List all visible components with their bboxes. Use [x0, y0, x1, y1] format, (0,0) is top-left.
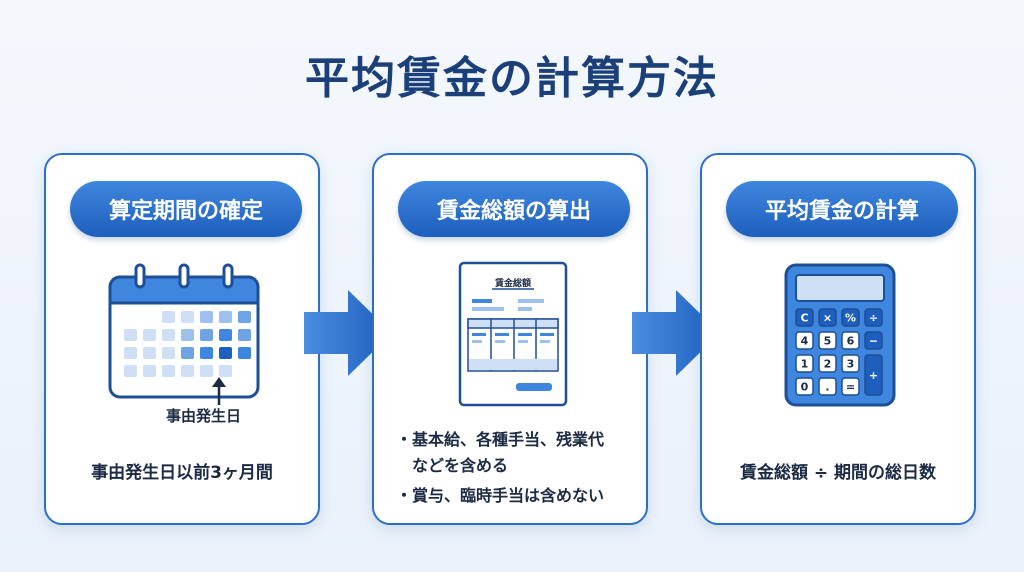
calculator-key-label: = [846, 381, 855, 394]
list-item: ・ 基本給、各種手当、残業代 などを含める [396, 427, 646, 479]
calculator-key [795, 354, 814, 373]
step-caption-average: 賃金総額 ÷ 期間の総日数 [739, 463, 937, 483]
bullet-line: 基本給、各種手当、残業代 [412, 430, 605, 449]
calculator-key [795, 308, 814, 327]
calculator-key [841, 354, 860, 373]
calculator-key-label: 3 [847, 358, 855, 371]
calculator-key [864, 331, 883, 350]
step-card-average: 平均賃金の計算 C ×% ÷ 4 5 6 − 1 2 3 +0. = 賃金総額 ÷ 期間の総日数 [700, 153, 976, 525]
calculator-key [795, 377, 814, 396]
bullet-line: 賞与、臨時手当は含めない [412, 486, 605, 505]
document-title: 賃金総額 [494, 279, 531, 289]
calculator-key-label: 0 [801, 381, 809, 394]
calendar-icon [108, 263, 260, 399]
page-title: 平均賃金の計算方法 [305, 53, 719, 104]
bullet-line: などを含める [412, 456, 509, 475]
step-card-total-wages: 賃金総額の算出 賃金総額 ・ 基本給、各種手当、残業代 などを含める ・ [372, 153, 648, 525]
calculator-key [864, 354, 883, 396]
calculator-key-label: + [869, 369, 878, 382]
document-icon [458, 261, 568, 407]
calculator-key [795, 331, 814, 350]
calculator-key [818, 331, 837, 350]
calculator-key [818, 308, 837, 327]
calendar-label: 事由発生日 [166, 407, 242, 425]
bullet-marker: ・ [396, 486, 413, 505]
calculator-key-label: × [823, 312, 832, 325]
calculator-key [841, 331, 860, 350]
list-item: ・ 賞与、臨時手当は含めない [396, 483, 646, 509]
calculator-key [841, 377, 860, 396]
calculator-key-label: 5 [824, 335, 832, 348]
calculator-key-label: C [800, 312, 808, 325]
calculator-key-label: − [869, 335, 878, 348]
step-card-period: 算定期間の確定 [44, 153, 320, 525]
step-caption-period: 事由発生日以前3ヶ月間 [91, 463, 273, 483]
calculator-key [864, 308, 883, 327]
calculator-key-label: 6 [847, 335, 855, 348]
calculator-key-label: . [825, 381, 829, 394]
calculator-key-label: 2 [824, 358, 832, 371]
calculator-key [818, 354, 837, 373]
calculator-key-label: % [845, 312, 856, 325]
step-heading-total-wages: 賃金総額の算出 [398, 181, 630, 237]
calculator-key-label: 1 [801, 358, 809, 371]
step-heading-period: 算定期間の確定 [70, 181, 302, 237]
calculator-key-label: ÷ [869, 312, 878, 325]
calculator-key [841, 308, 860, 327]
step-heading-average: 平均賃金の計算 [726, 181, 958, 237]
right-arrow-icon [304, 290, 392, 376]
calculator-icon: C ×% ÷ 4 5 6 − 1 2 3 +0. = [784, 263, 896, 407]
bullet-marker: ・ [396, 430, 413, 449]
up-arrow-icon [212, 377, 226, 405]
calculator-key-label: 4 [801, 335, 809, 348]
wage-items-list: ・ 基本給、各種手当、残業代 などを含める ・ 賞与、臨時手当は含めない [396, 427, 646, 509]
calculator-key [818, 377, 837, 396]
right-arrow-icon [632, 290, 720, 376]
